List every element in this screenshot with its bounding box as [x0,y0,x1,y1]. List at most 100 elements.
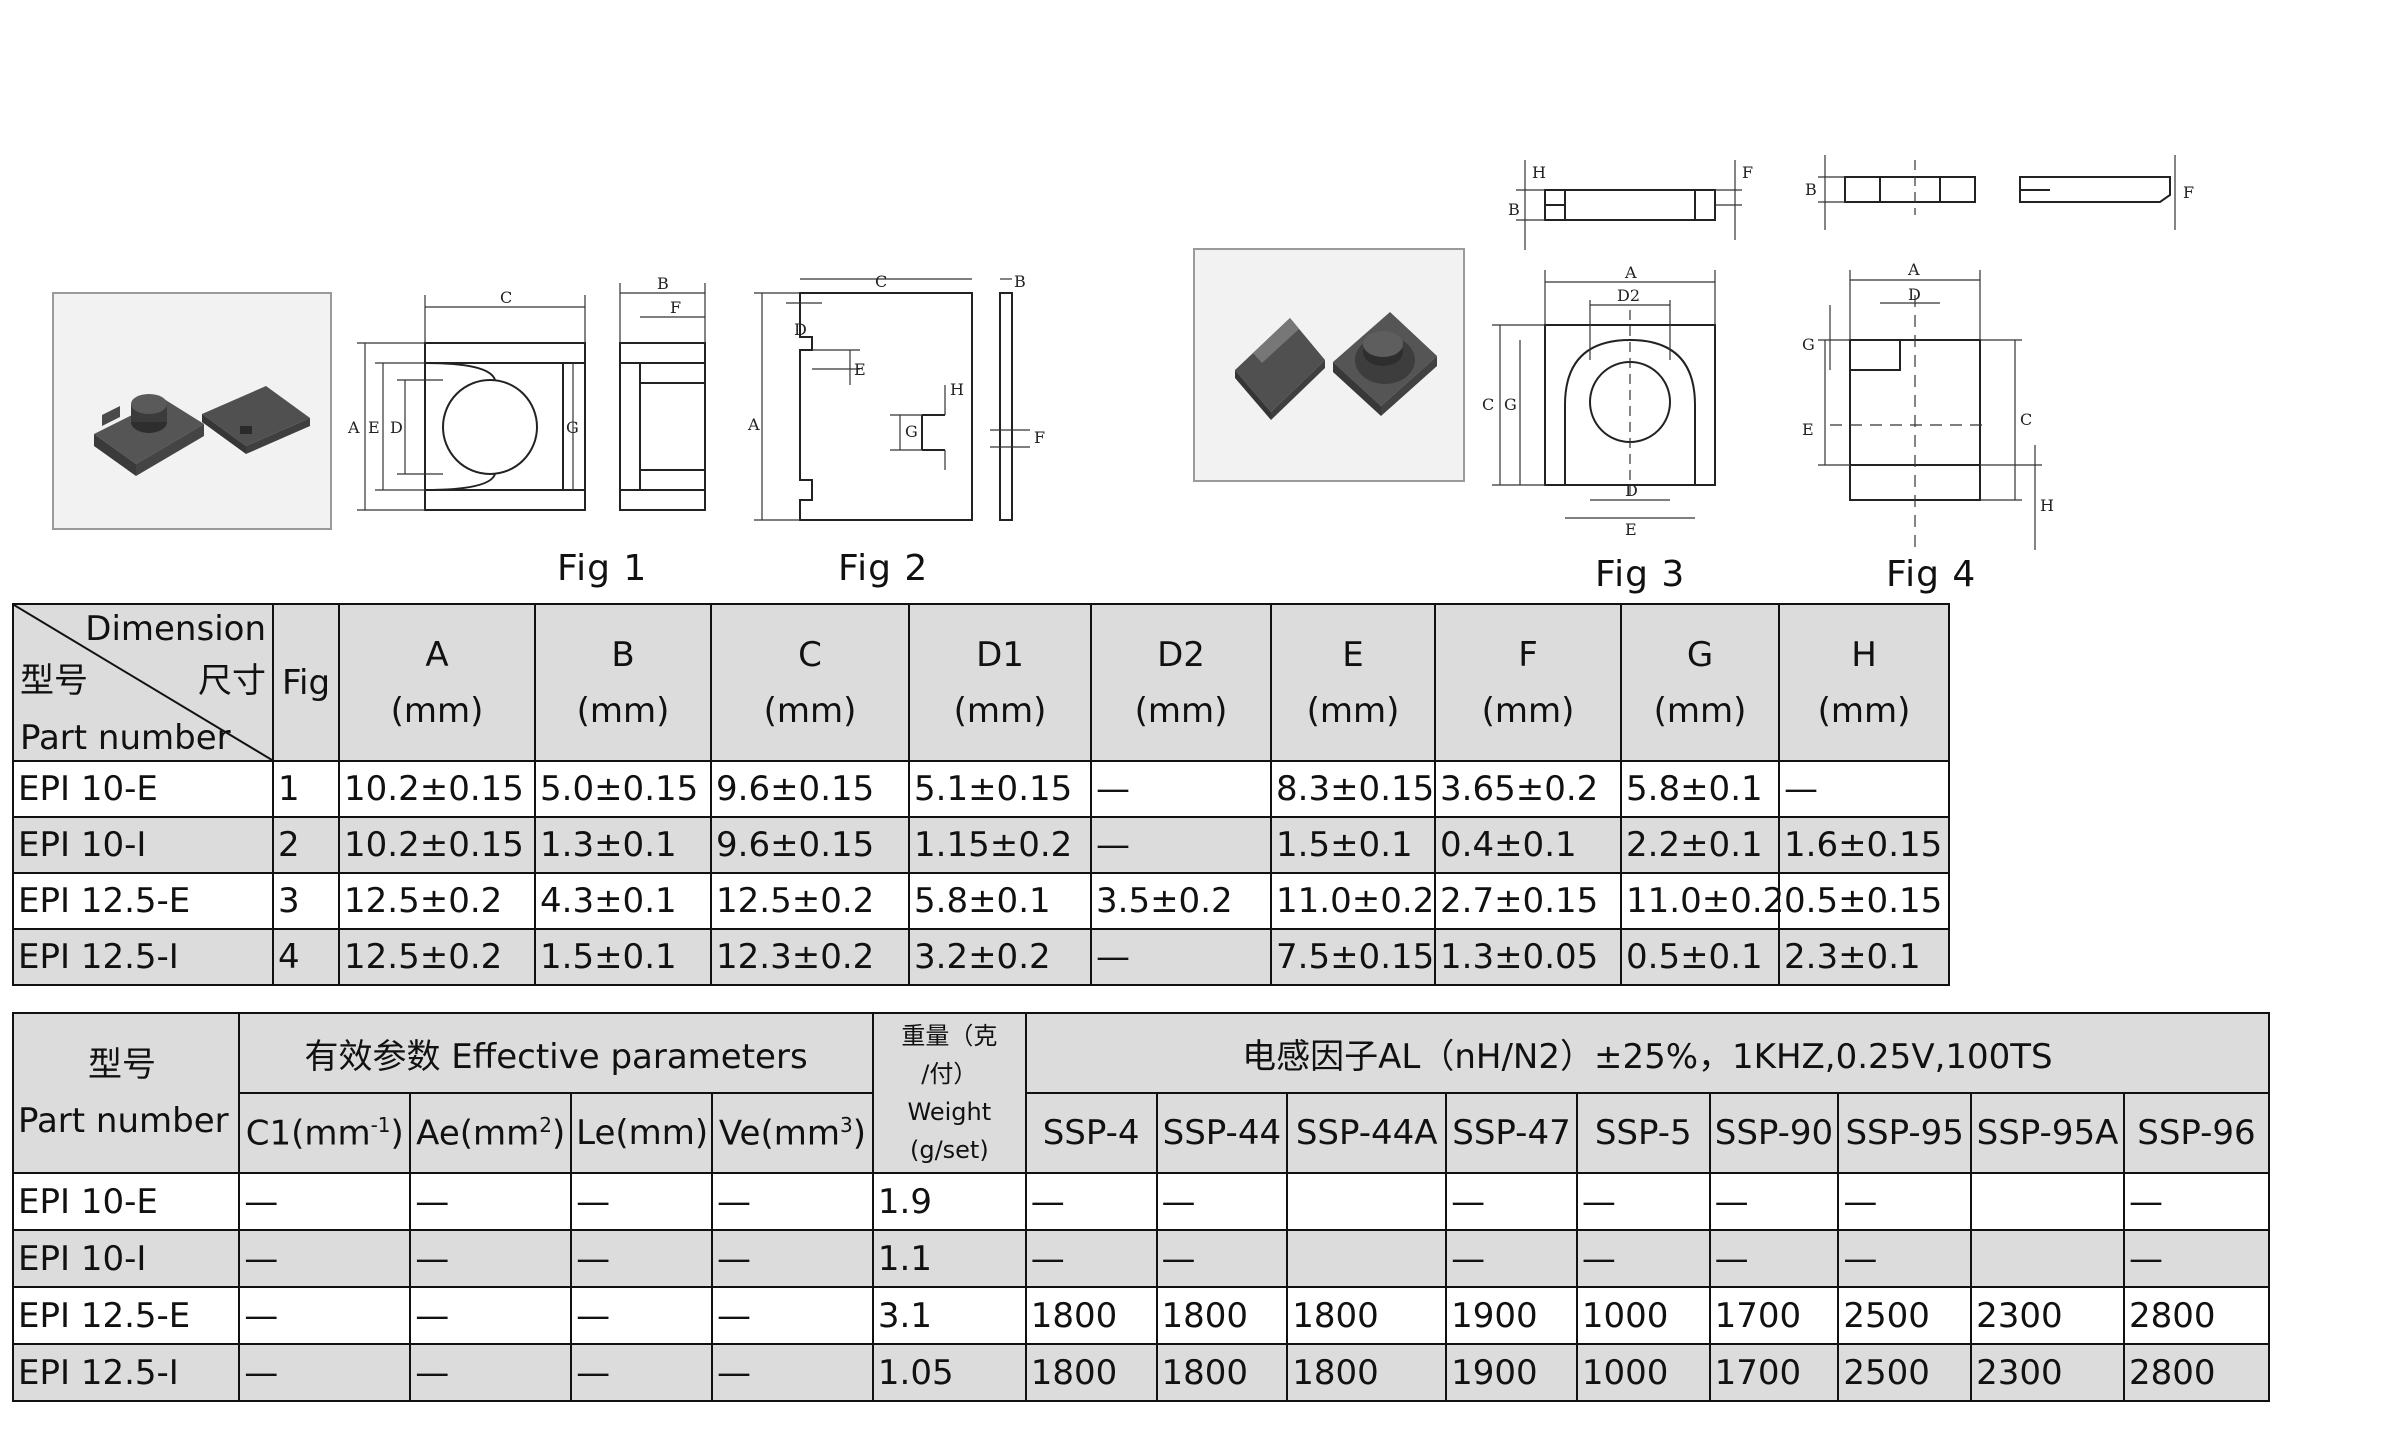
material-header-ssp-96: SSP-96 [2122,1092,2271,1174]
dimension-cell: 9.6±0.15 [710,760,910,818]
material-header-ssp-44a: SSP-44A [1286,1092,1448,1174]
fig3-label-b: B [1508,200,1520,219]
column-header-a: A(mm) [338,603,536,762]
c1-header: C1(mm-1) [238,1092,412,1174]
dimension-cell: 3.65±0.2 [1434,760,1622,818]
dimension-cell: 1.3±0.1 [534,816,712,874]
ae-cell: — [409,1172,573,1231]
dimension-cell: 0.5±0.1 [1620,928,1780,986]
fig-cell: 1 [272,760,340,818]
unit-label: (mm) [1306,690,1400,731]
dimension-cell: 7.5±0.15 [1270,928,1436,986]
column-header-h: H(mm) [1778,603,1950,762]
al-cell: 2800 [2122,1286,2271,1345]
fig1-label-d: D [390,418,403,437]
material-header-ssp-4: SSP-4 [1024,1092,1158,1174]
fig1-label-f: F [670,298,681,317]
effective-parameters-header: 有效参数 Effective parameters [238,1012,874,1094]
dimension-table: Dimension 型号 尺寸 Part number Fig A(mm) B(… [12,603,1950,986]
weight-header: 重量（克 /付） Weight (g/set) [871,1012,1027,1174]
al-cell: — [2122,1172,2271,1231]
dimension-cell: 2.3±0.1 [1778,928,1950,986]
fig4-label-h: H [2040,496,2054,515]
dimension-header-row: Dimension 型号 尺寸 Part number Fig A(mm) B(… [12,603,1950,762]
fig4-label-f: F [2183,183,2194,202]
weight-cell: 3.1 [871,1286,1027,1345]
dimension-cell: 12.5±0.2 [338,928,536,986]
fig3-drawing: A D2 D E C G B H F [1480,160,1780,545]
unit-label: (mm) [1817,690,1911,731]
dimension-cell: 5.1±0.15 [908,760,1092,818]
dimension-cell: 9.6±0.15 [710,816,910,874]
fig4-label-a: A [1907,260,1920,279]
fig3-label-d2: D2 [1617,286,1640,305]
unit-label: (mm) [576,690,670,731]
fig-cell: 2 [272,816,340,874]
dimension-cell: 3.2±0.2 [908,928,1092,986]
dimension-cell: 5.0±0.15 [534,760,712,818]
material-header-ssp-5: SSP-5 [1575,1092,1711,1174]
fig4-label-e: E [1802,420,1814,439]
al-cell: — [1024,1172,1158,1231]
unit-label: (mm) [1481,690,1575,731]
dimension-cell: 11.0±0.2 [1270,872,1436,930]
fig-column-header: Fig [272,603,340,762]
fig1-label-e: E [368,418,380,437]
al-cell: 2500 [1837,1343,1973,1402]
ve-cell: — [710,1343,874,1402]
fig1-label-c: C [500,288,512,307]
unit-label: (mm) [1653,690,1747,731]
fig3-label-e: E [1625,520,1637,539]
part-number-cell: EPI 10-I [11,1229,241,1288]
fig1-caption: Fig 1 [557,548,648,589]
le-cell: — [570,1172,713,1231]
dimension-cell: 0.4±0.1 [1434,816,1622,874]
le-cell: — [570,1343,713,1402]
dimension-cell: — [1090,760,1272,818]
unit-label: (mm) [390,690,484,731]
dimension-cell: 2.2±0.1 [1620,816,1780,874]
weight-cell: 1.05 [871,1343,1027,1402]
al-cell: — [1024,1229,1158,1288]
dimension-cell: 10.2±0.15 [338,816,536,874]
al-cell: 2500 [1837,1286,1973,1345]
al-cell: — [1708,1172,1840,1231]
corner-model-cn-label: 型号 [20,661,88,701]
material-header-ssp-90: SSP-90 [1708,1092,1840,1174]
dimension-cell: 1.6±0.15 [1778,816,1950,874]
fig2-label-c: C [875,272,887,291]
part-number-cell: EPI 10-I [12,816,274,874]
table-row: EPI 10-E 1 10.2±0.15 5.0±0.15 9.6±0.15 5… [12,760,1950,818]
al-cell: 1800 [1155,1286,1289,1345]
al-cell: — [1155,1172,1289,1231]
table-row: EPI 12.5-E — — — — 3.1 1800 1800 1800 19… [11,1286,2271,1345]
unit-label: (mm) [1134,690,1228,731]
al-cell: 1900 [1445,1286,1578,1345]
fig2-label-g: G [905,422,918,441]
al-cell: 2800 [2122,1343,2271,1402]
al-cell: 2300 [1970,1343,2125,1402]
part-number-cell: EPI 12.5-I [12,928,274,986]
dimension-cell: 12.5±0.2 [710,872,910,930]
dimension-cell: 11.0±0.2 [1620,872,1784,930]
al-cell: — [1837,1172,1973,1231]
fig3-caption: Fig 3 [1595,554,1686,595]
fig2-label-d: D [794,320,807,339]
fig2-label-h: H [950,380,964,399]
al-cell: 1900 [1445,1343,1578,1402]
material-header-ssp-44: SSP-44 [1155,1092,1289,1174]
product-photo-epi10 [52,292,332,530]
al-cell [1286,1229,1448,1288]
al-cell: — [1445,1229,1578,1288]
dimension-cell: 1.5±0.1 [534,928,712,986]
c1-cell: — [238,1172,412,1231]
fig1-label-g: G [566,418,579,437]
fig3-label-d: D [1625,481,1638,500]
fig3-label-f: F [1742,163,1753,182]
dimension-cell: — [1090,816,1272,874]
corner-part-number-label: Part number [20,718,231,758]
dimension-cell: 4.3±0.1 [534,872,712,930]
